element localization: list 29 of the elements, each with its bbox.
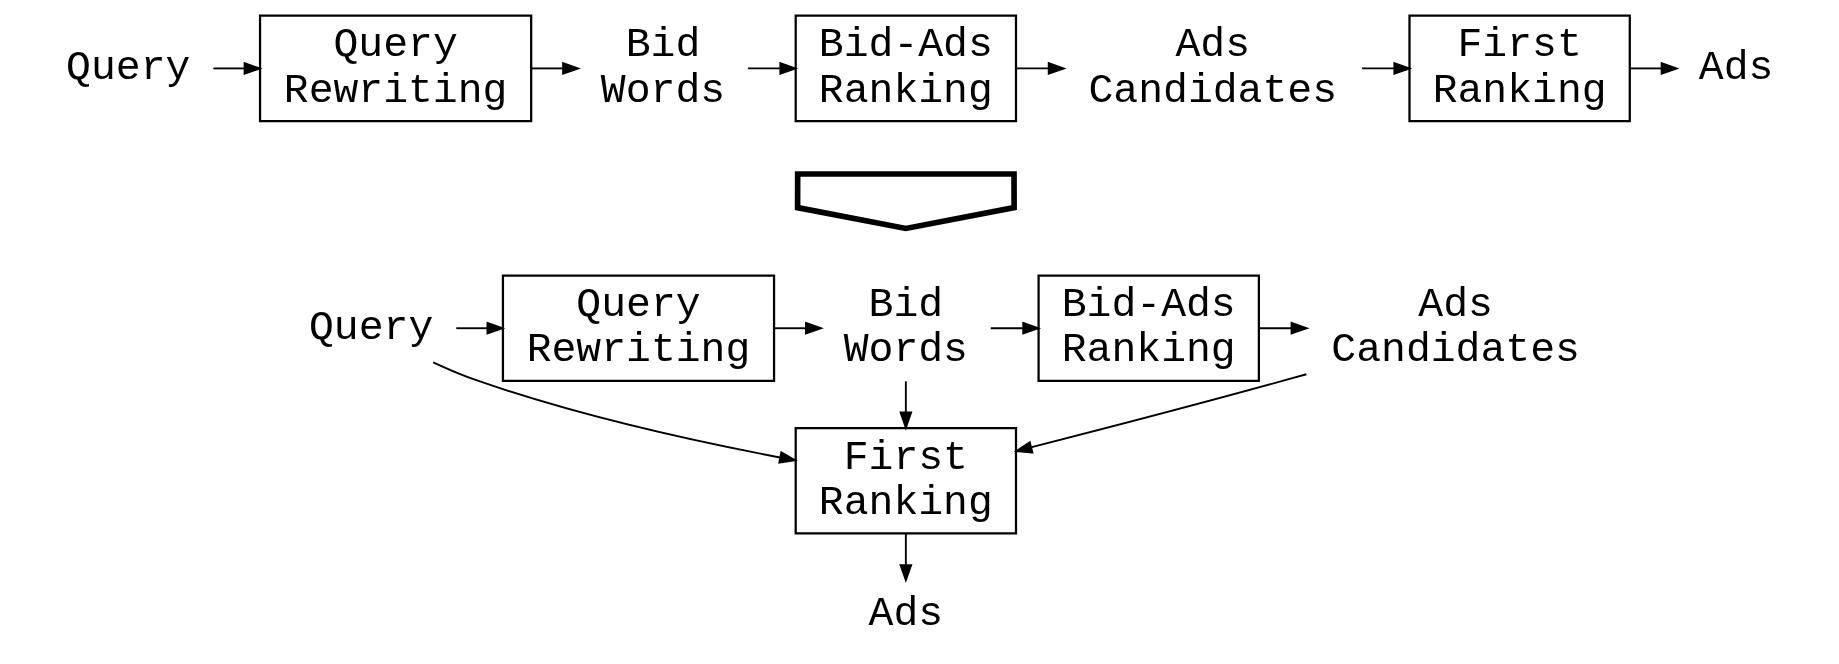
arrow: [455, 321, 506, 335]
node-box: Query Rewriting: [258, 14, 533, 123]
arrow: [432, 361, 798, 464]
node-text: Ads: [868, 590, 944, 637]
node-text: Query: [309, 304, 434, 351]
node-text: Ads: [1698, 44, 1774, 91]
node-box: First Ranking: [794, 426, 1018, 535]
arrow: [899, 533, 913, 584]
arrow: [530, 61, 581, 75]
arrow: [1361, 61, 1413, 75]
arrow: [899, 380, 913, 431]
node-box: Query Rewriting: [501, 274, 776, 383]
arrow: [1015, 61, 1067, 75]
node-text: Bid Words: [843, 282, 968, 374]
arrow: [1629, 61, 1680, 75]
arrow: [746, 61, 799, 75]
node-box: Bid-Ads Ranking: [794, 14, 1018, 123]
node-arrow: [794, 171, 1017, 232]
node-text: Query: [66, 44, 191, 91]
node-box: Bid-Ads Ranking: [1037, 274, 1260, 383]
arrow: [1013, 373, 1308, 454]
node-text: Bid Words: [600, 22, 726, 114]
node-box: First Ranking: [1408, 14, 1631, 123]
arrow: [989, 321, 1042, 335]
arrow: [1258, 321, 1310, 335]
arrow: [773, 321, 824, 335]
arrow: [212, 61, 263, 75]
node-text: Ads Candidates: [1088, 22, 1337, 114]
node-text: Ads Candidates: [1331, 282, 1580, 374]
